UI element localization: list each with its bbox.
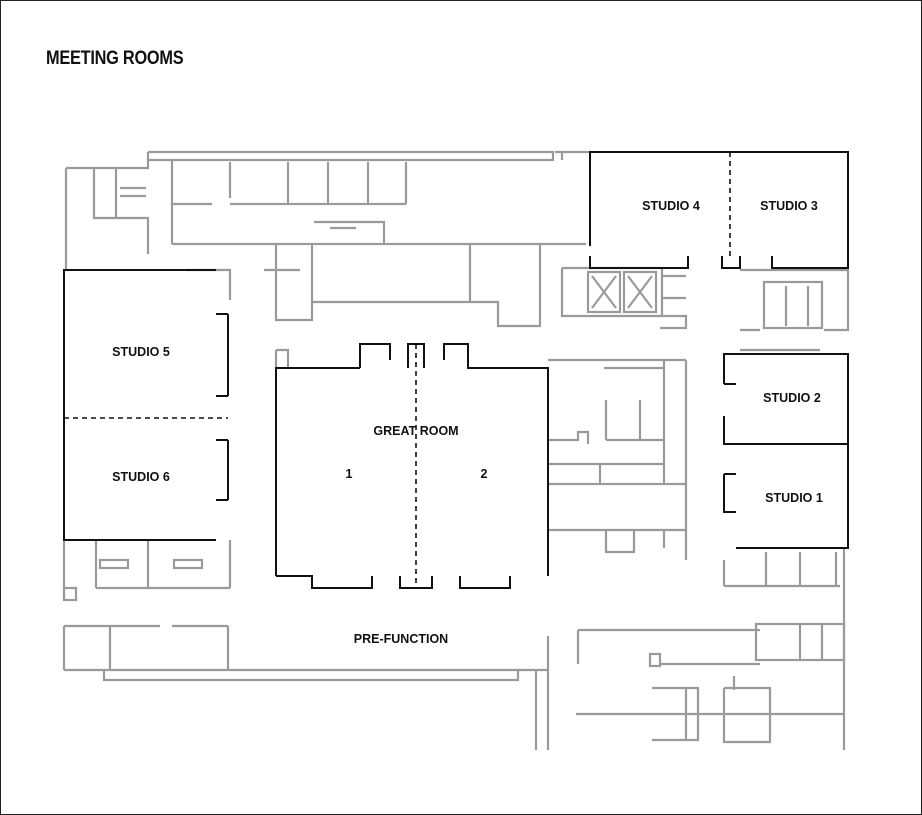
room-label-great-room-2: 2 — [481, 467, 488, 481]
room-label-studio-2: STUDIO 2 — [763, 391, 821, 405]
room-label-studio-3: STUDIO 3 — [760, 199, 818, 213]
building-walls — [62, 150, 850, 750]
room-label-studio-1: STUDIO 1 — [765, 491, 823, 505]
room-label-studio-4: STUDIO 4 — [642, 199, 700, 213]
room-label-great-room-1: 1 — [346, 467, 353, 481]
room-label-pre-function: PRE-FUNCTION — [354, 632, 448, 646]
room-label-great-room: GREAT ROOM — [373, 424, 458, 438]
meeting-room-walls — [63, 151, 849, 589]
page-title: MEETING ROOMS — [46, 48, 184, 69]
room-label-studio-5: STUDIO 5 — [112, 345, 170, 359]
room-label-studio-6: STUDIO 6 — [112, 470, 170, 484]
